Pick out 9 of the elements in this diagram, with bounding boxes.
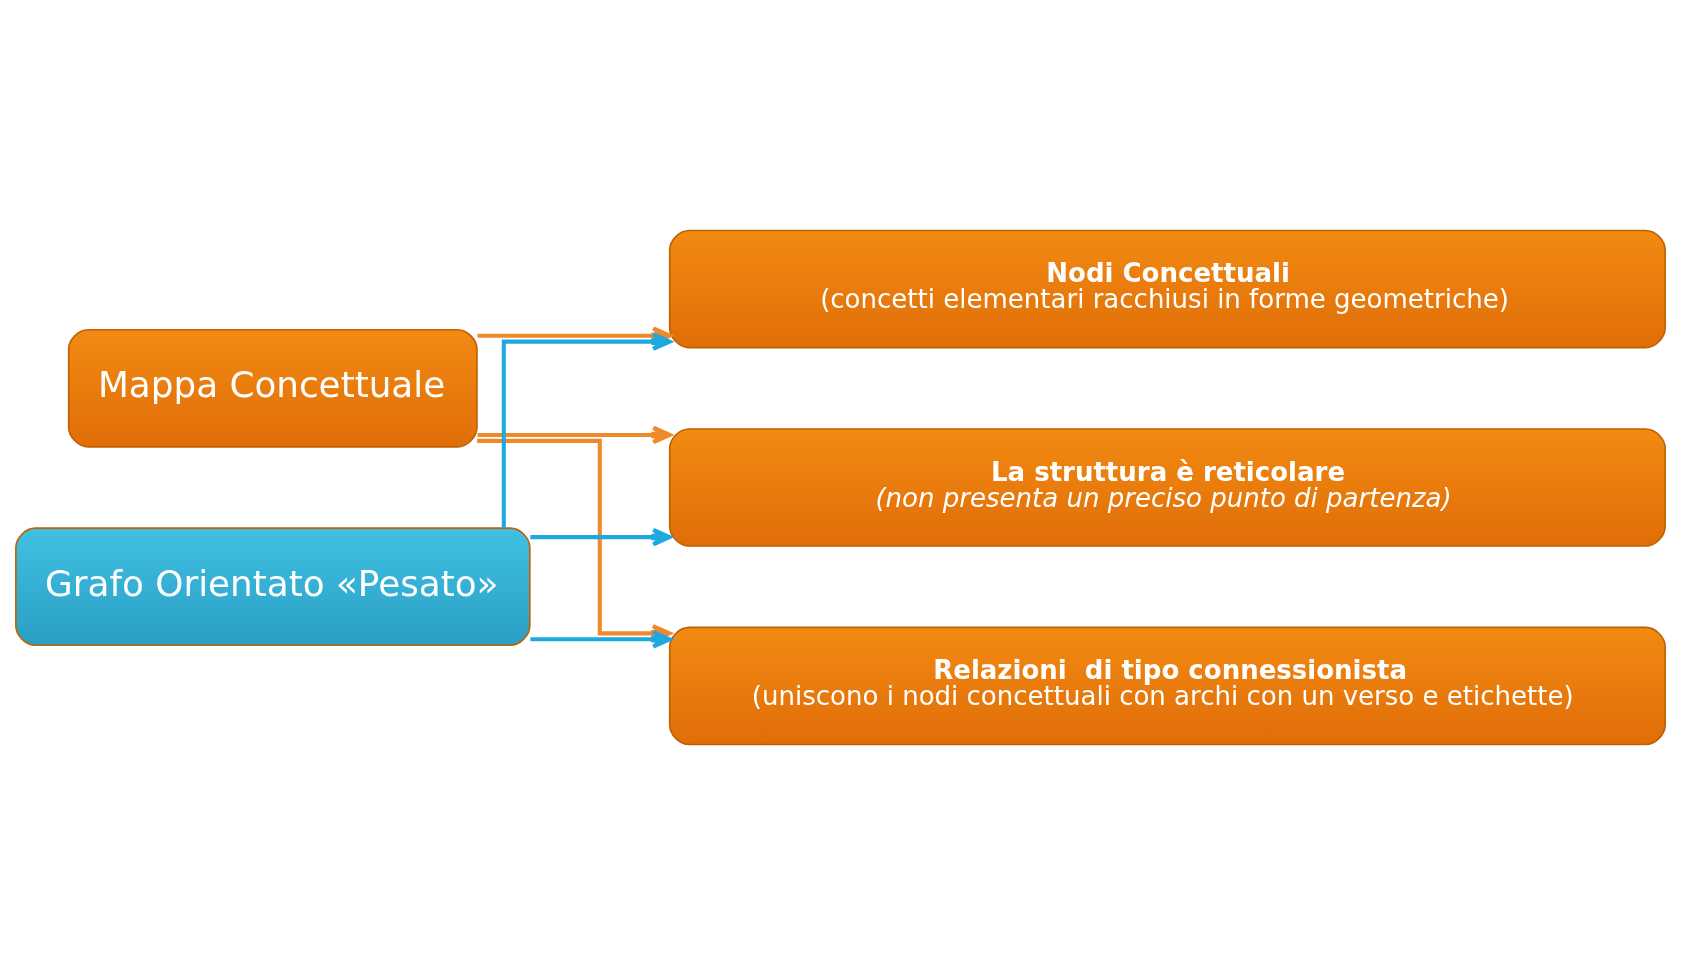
node-box: Nodi Concettuali (concetti elementari racchiusi in forme geometriche) [668,229,1666,349]
node-box: Relazioni di tipo connessionista (uniscono i nodi concettuali con archi con un verso e etichette) [668,626,1666,746]
arrow [530,629,672,649]
arrow [530,527,672,547]
node-box: La struttura è reticolare (non presenta un preciso punto di partenza) [668,428,1666,547]
arrow [501,332,672,528]
node-box: Grafo Orientato «Pesato» [15,527,531,647]
node-box: Mappa Concettuale [67,328,478,448]
arrow [477,425,672,445]
